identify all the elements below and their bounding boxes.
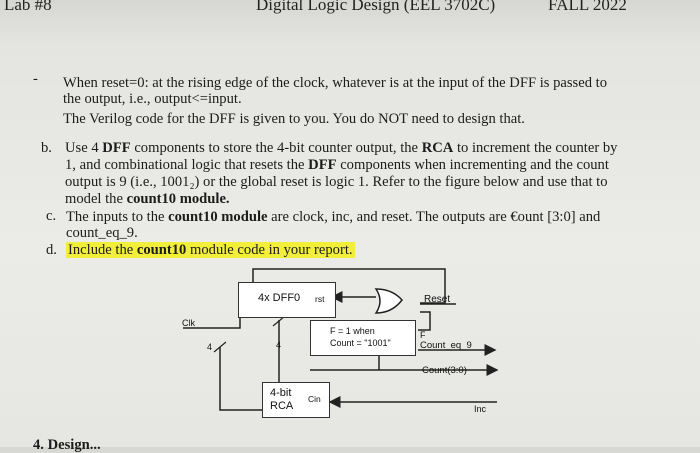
item-b-line-3: output is 9 (i.e., 1001₂) or the global …: [65, 174, 608, 190]
or-gate-icon: [374, 288, 403, 314]
cin-label: Cin: [308, 394, 321, 404]
logic-condition-2: Count = "1001": [330, 338, 391, 348]
highlighted-instruction: Include the count10 module code in your …: [66, 242, 355, 258]
count-eq-9-output: Count_eq_9: [420, 340, 472, 351]
count-compare-logic: F = 1 when Count = "1001": [310, 320, 416, 356]
rst-label: rst: [315, 294, 325, 304]
rca-label-1: 4-bit: [270, 387, 292, 399]
item-d-marker: d.: [46, 242, 57, 258]
intro-line-1: When reset=0: at the rising edge of the …: [63, 75, 608, 91]
rca-label-2: RCA: [270, 400, 294, 412]
clk-label: Clk: [182, 318, 195, 328]
item-c-line-1: The inputs to the count10 module are clo…: [66, 209, 601, 225]
dff-block: 4x DFF0 rst: [238, 282, 336, 318]
item-b-marker: b.: [41, 140, 52, 156]
item-d-text: Include the count10 module code in your …: [66, 242, 355, 258]
logic-output-f: F: [420, 330, 426, 340]
inc-input-label: Inc: [474, 404, 487, 414]
item-b-line-1: Use 4 DFF components to store the 4-bit …: [65, 140, 618, 156]
next-section-cutoff: 4. Design...: [33, 437, 101, 453]
bus-width-left: 4: [207, 342, 213, 352]
count-output: Count(3:0): [422, 365, 467, 376]
reset-label: Reset: [424, 294, 451, 305]
bus-width-mid: 4: [276, 340, 282, 350]
intro-line-3: The Verilog code for the DFF is given to…: [63, 111, 525, 127]
bullet-marker: -: [33, 71, 38, 87]
item-b-line-4: model the count10 module.: [65, 191, 230, 207]
semester: FALL 2022: [548, 0, 627, 14]
item-c-line-2: count_eq_9.: [66, 225, 138, 241]
logic-condition-1: F = 1 when: [330, 326, 375, 336]
item-b-line-2: 1, and combinational logic that resets t…: [65, 157, 609, 173]
dff-label: 4x DFF0: [258, 292, 301, 304]
rca-block: 4-bit RCA Cin: [262, 382, 330, 418]
lab-number: Lab #8: [4, 0, 52, 14]
course-title: Digital Logic Design (EEL 3702C): [256, 0, 496, 14]
item-c-marker: c.: [46, 208, 57, 224]
intro-line-2: the output, i.e., output<=input.: [63, 91, 242, 107]
